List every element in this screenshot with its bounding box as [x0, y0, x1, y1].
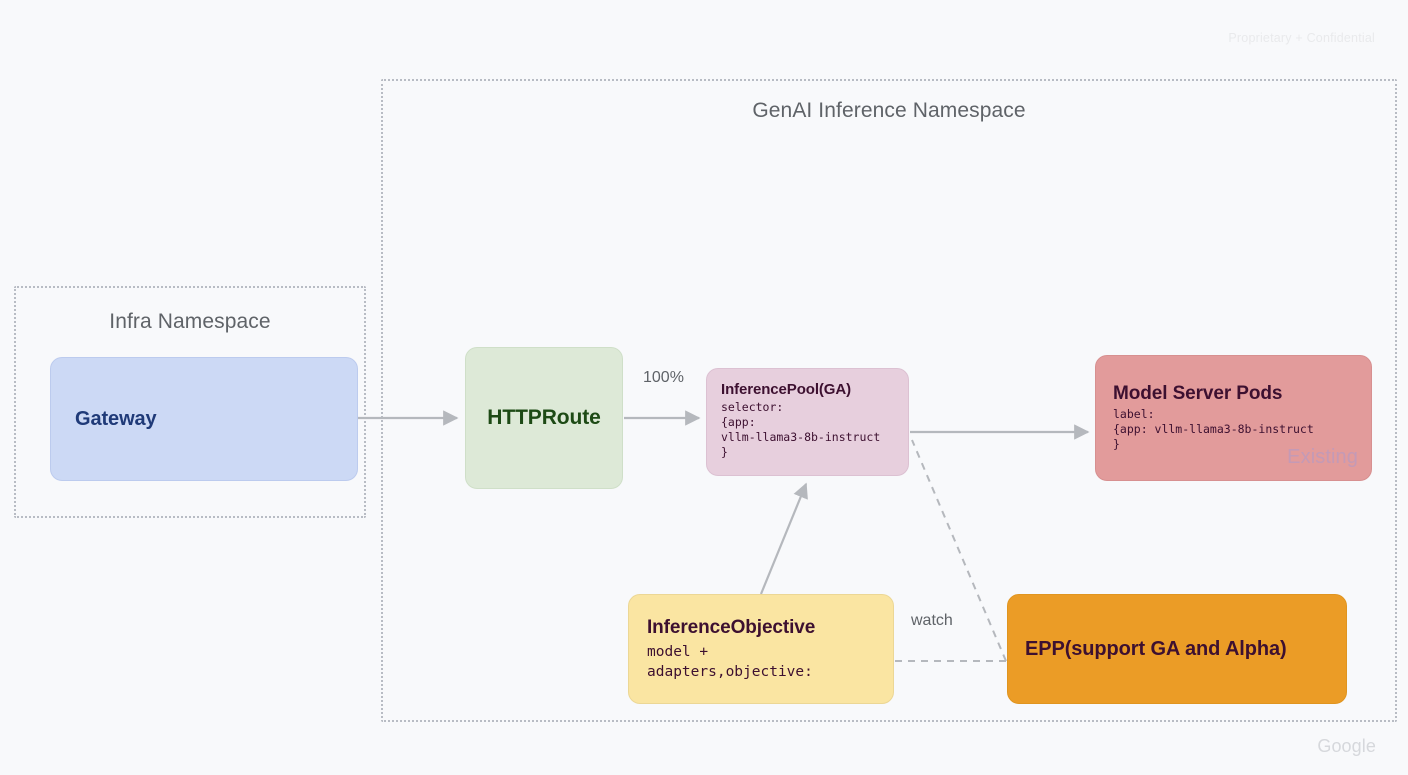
genai-inference-namespace-container [381, 79, 1397, 722]
node-inferencepool-title: InferencePool(GA) [721, 381, 851, 398]
node-model-server-pods-body: label: {app: vllm-llama3-8b-instruct } [1113, 407, 1314, 451]
node-inferenceobjective-title: InferenceObjective [647, 616, 816, 638]
genai-inference-namespace-title: GenAI Inference Namespace [752, 99, 1026, 122]
node-inferenceobjective[interactable]: InferenceObjective model + adapters,obje… [628, 594, 894, 704]
infra-namespace-title: Infra Namespace [109, 310, 271, 333]
node-epp-title: EPP(support GA and Alpha) [1025, 637, 1287, 660]
node-model-server-pods-title: Model Server Pods [1113, 383, 1283, 404]
node-gateway-title: Gateway [75, 407, 157, 430]
node-inferencepool-body: selector: {app: vllm-llama3-8b-instruct … [721, 400, 881, 459]
infra-namespace-container [14, 286, 366, 518]
node-epp[interactable]: EPP(support GA and Alpha) [1007, 594, 1347, 704]
node-gateway[interactable]: Gateway [50, 357, 358, 481]
node-httproute[interactable]: HTTPRoute [465, 347, 623, 489]
node-httproute-title: HTTPRoute [487, 406, 601, 429]
node-inferenceobjective-body: model + adapters,objective: [647, 643, 813, 680]
proprietary-confidential-watermark: Proprietary + Confidential [1228, 31, 1375, 45]
node-model-server-pods[interactable]: Model Server Pods label: {app: vllm-llam… [1095, 355, 1372, 481]
edge-label-traffic-weight: 100% [643, 369, 684, 386]
node-inferencepool[interactable]: InferencePool(GA) selector: {app: vllm-l… [706, 368, 909, 476]
existing-badge: Existing [1287, 446, 1358, 468]
google-logo-watermark: Google [1317, 736, 1376, 756]
edge-label-watch: watch [911, 612, 953, 629]
